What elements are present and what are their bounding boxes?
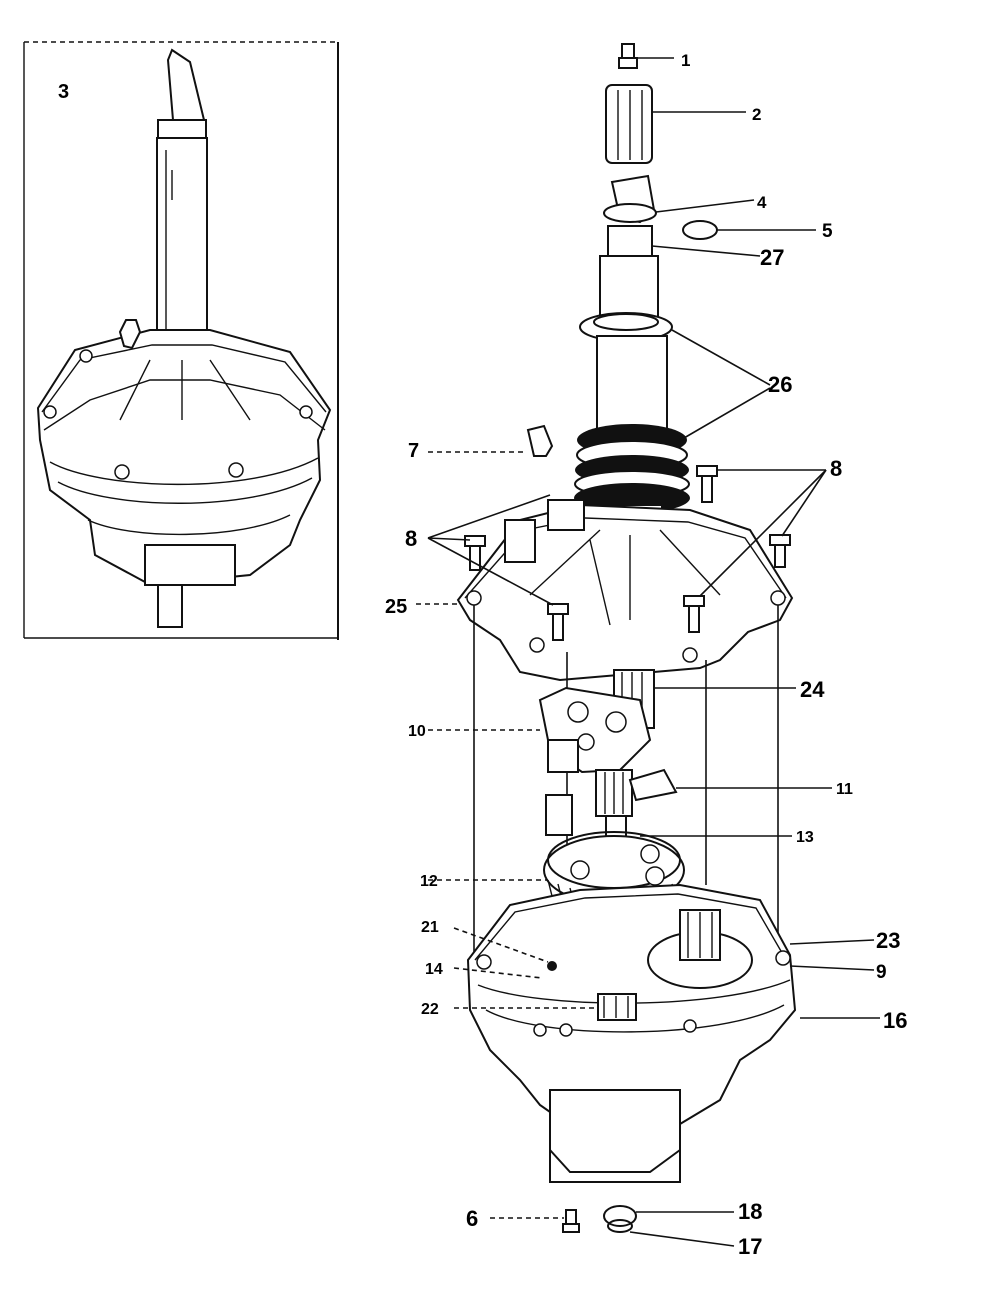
label-2: 2 <box>752 105 761 124</box>
part-23-gear <box>647 909 875 989</box>
part-25-upper-cover <box>416 499 794 682</box>
label-12: 12 <box>420 873 438 890</box>
part-8-screws <box>427 465 827 641</box>
label-6: 6 <box>466 1206 478 1231</box>
part-11-drive-gear <box>595 768 832 817</box>
label-21: 21 <box>421 919 439 936</box>
label-16: 16 <box>883 1008 907 1033</box>
label-8-right: 8 <box>830 456 842 481</box>
part-17-ring <box>607 1219 735 1247</box>
part-10-planet-carrier <box>428 686 652 774</box>
part-26-seal-assembly <box>574 255 771 536</box>
part-1-nut <box>618 43 674 69</box>
part-21-pin <box>453 927 557 971</box>
label-8-left: 8 <box>405 526 417 551</box>
part-2-spline-sleeve <box>605 84 746 164</box>
label-18: 18 <box>738 1199 762 1224</box>
label-11: 11 <box>836 781 853 798</box>
part-14-washer <box>453 967 543 979</box>
inset-part-label: 3 <box>58 81 69 103</box>
part-labels: 1 2 4 5 27 26 7 8 8 25 24 10 11 13 12 21… <box>385 51 907 1259</box>
label-24: 24 <box>800 677 825 702</box>
part-7-cap <box>428 424 554 457</box>
label-23: 23 <box>876 928 900 953</box>
label-7: 7 <box>408 440 419 462</box>
label-26: 26 <box>768 372 792 397</box>
part-22-collar <box>454 993 637 1021</box>
inset-gear-housing <box>36 319 332 628</box>
label-4: 4 <box>757 193 767 212</box>
label-5: 5 <box>822 221 833 242</box>
label-27: 27 <box>760 245 784 270</box>
label-22: 22 <box>421 1001 439 1018</box>
inset-agitator-shaft <box>156 48 208 349</box>
part-16-gear-case <box>466 883 880 1183</box>
label-25: 25 <box>385 596 407 618</box>
part-18-seal <box>603 1205 734 1227</box>
assembled-transmission-inset: 3 <box>23 41 339 640</box>
label-10: 10 <box>408 723 426 740</box>
part-4-clip-ring <box>603 174 755 224</box>
label-9: 9 <box>876 962 887 983</box>
part-6-bolt <box>490 1209 580 1233</box>
part-5-snap-ring <box>682 220 816 240</box>
label-1: 1 <box>681 51 690 70</box>
label-14: 14 <box>425 961 443 978</box>
label-17: 17 <box>738 1234 762 1259</box>
label-13: 13 <box>796 829 814 846</box>
